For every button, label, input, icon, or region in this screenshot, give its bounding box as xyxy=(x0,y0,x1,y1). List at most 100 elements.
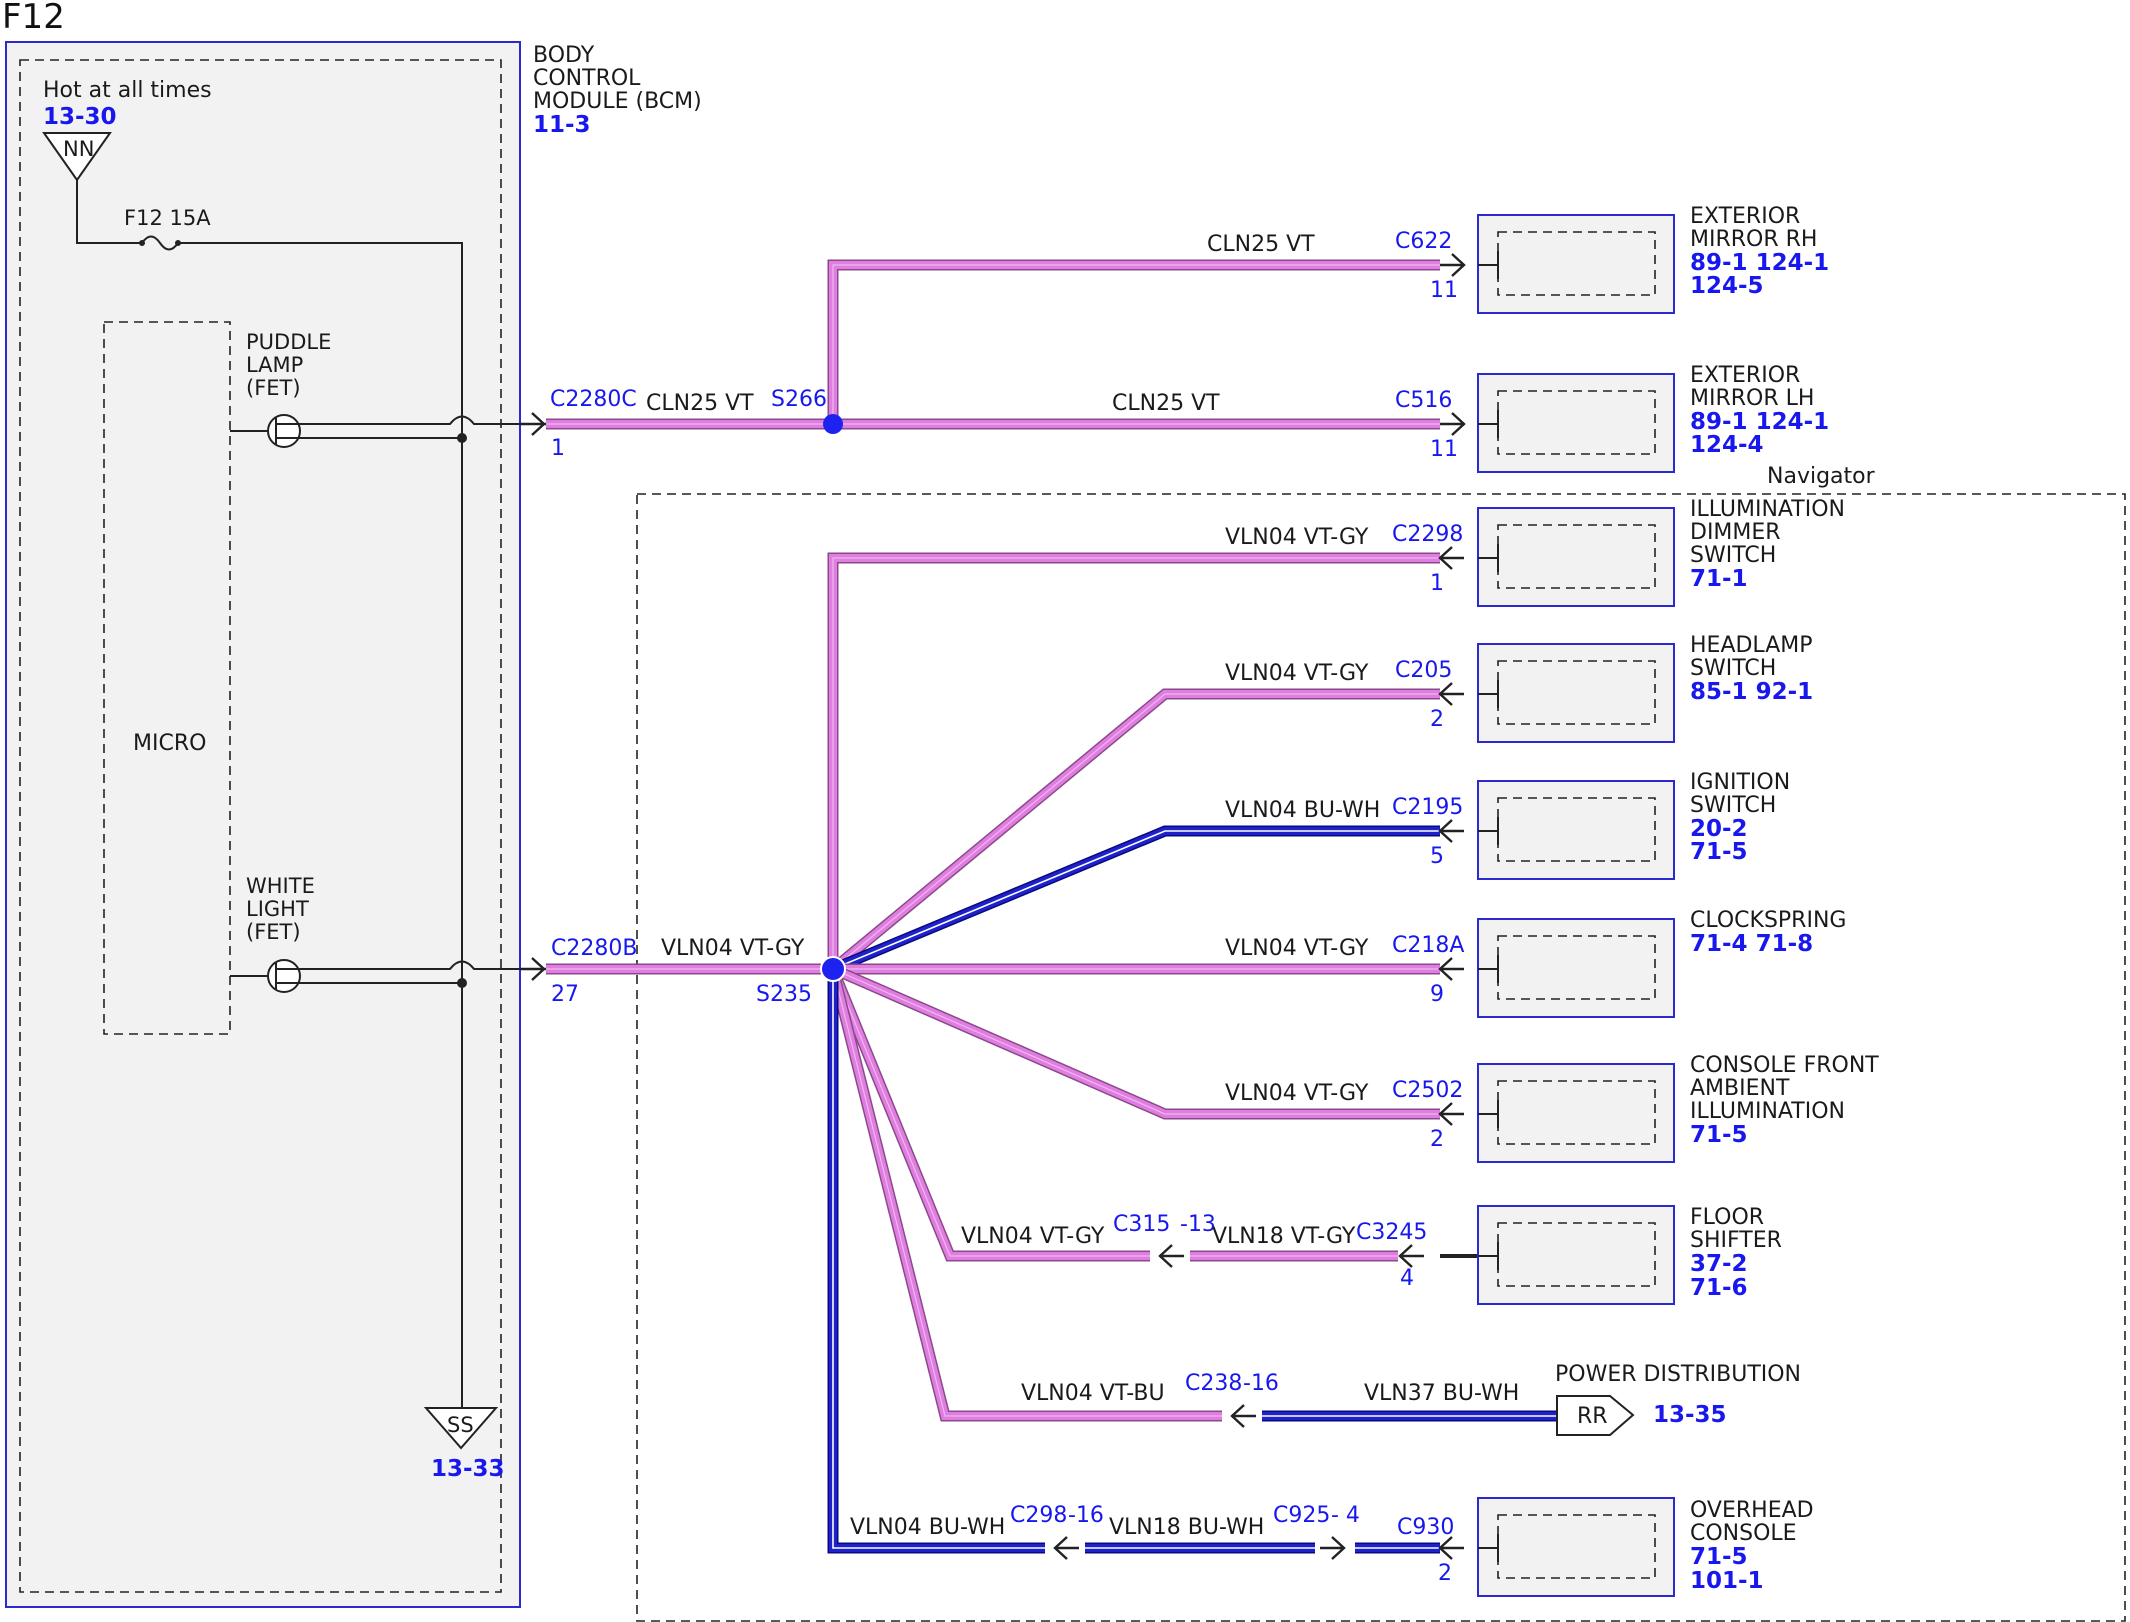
c205-branch-wire-stripe xyxy=(832,693,1440,970)
pd-ref: 13-35 xyxy=(1653,1402,1727,1428)
device-ignition-box-pin-lead xyxy=(1478,817,1499,845)
rr-label: RR xyxy=(1577,1404,1608,1429)
branch-2-device-0: ILLUMINATION xyxy=(1690,497,1845,522)
pd-wire2: VLN37 BU-WH xyxy=(1364,1381,1519,1406)
branch-3-wire-label: VLN04 VT-GY xyxy=(1225,661,1369,686)
c315-arrow-icon xyxy=(1158,1244,1184,1268)
branch-0-pin: 11 xyxy=(1430,278,1458,303)
device-console-box xyxy=(1477,1063,1675,1163)
device-overhead-box xyxy=(1477,1497,1675,1597)
device-overhead-box-pin-lead xyxy=(1478,1534,1499,1562)
c622-branch-wire-stripe xyxy=(832,264,1440,424)
branch-3-device-1: SWITCH xyxy=(1690,656,1776,681)
c2298-branch-wire-stripe xyxy=(832,557,1440,969)
floor-wire1-path-stripe xyxy=(832,968,1150,1257)
diagram-title: F12 xyxy=(2,0,65,37)
c2298-branch-wire xyxy=(829,554,1440,969)
oh-wire1-path-stripe xyxy=(832,969,1045,1549)
c622-arrow-icon xyxy=(1440,253,1466,277)
branch-0-ref-0: 89-1 124-1 xyxy=(1690,250,1829,276)
fuse-icon xyxy=(141,235,179,251)
oh-inline1-pin: -16 xyxy=(1068,1503,1104,1528)
c2280b-pin: 27 xyxy=(551,982,579,1007)
white-out-wire xyxy=(298,960,520,970)
bcm-ref: 11-3 xyxy=(533,112,591,138)
white-junction-dot xyxy=(457,978,467,988)
branch-0-wire-label: CLN25 VT xyxy=(1207,232,1315,257)
floor-connector: C3245 xyxy=(1356,1220,1427,1245)
c2280c-pin: 1 xyxy=(551,436,565,461)
c2502-branch-wire-stripe xyxy=(832,968,1440,1115)
ss-triangle-icon xyxy=(423,1407,499,1450)
oh-ref-1: 71-5 xyxy=(1690,1544,1748,1570)
lower-bus-wire: VLN04 VT-GY xyxy=(661,936,805,961)
branch-6-pin: 2 xyxy=(1430,1127,1444,1152)
branch-6-connector: C2502 xyxy=(1392,1078,1463,1103)
branch-1-device-1: MIRROR LH xyxy=(1690,386,1814,411)
puddle-label-2: LAMP xyxy=(246,353,303,377)
puddle-out-wire xyxy=(298,415,520,425)
branch-4-wire-label: VLN04 BU-WH xyxy=(1225,798,1380,823)
c2195-arrow-icon xyxy=(1438,819,1464,843)
device-dimmer-box xyxy=(1477,507,1675,607)
c2502-arrow-icon xyxy=(1438,1102,1464,1126)
c925-arrow-icon xyxy=(1320,1536,1346,1560)
puddle-junction-dot xyxy=(457,433,467,443)
branch-4-ref-1: 71-5 xyxy=(1690,839,1748,865)
floor-ref-1: 37-2 xyxy=(1690,1251,1748,1277)
c930-arrow-icon xyxy=(1438,1536,1464,1560)
puddle-fet-symbol xyxy=(275,418,298,444)
c205-arrow-icon xyxy=(1438,682,1464,706)
pd-label: POWER DISTRIBUTION xyxy=(1555,1362,1801,1387)
c238-arrow-icon xyxy=(1230,1404,1256,1428)
white-label-2: LIGHT xyxy=(246,897,309,921)
fuse-terminal-right xyxy=(175,240,181,246)
branch-0-connector: C622 xyxy=(1395,229,1452,254)
oh-wire1: VLN04 BU-WH xyxy=(850,1515,1005,1540)
hot-ref: 13-30 xyxy=(43,104,117,130)
floor-ref-2: 71-6 xyxy=(1690,1275,1748,1301)
puddle-label-3: (FET) xyxy=(246,376,301,400)
branch-3-device-0: HEADLAMP xyxy=(1690,633,1813,658)
s235-label: S235 xyxy=(756,982,812,1007)
oh-inline2: C925 xyxy=(1273,1503,1330,1528)
branch-4-connector: C2195 xyxy=(1392,795,1463,820)
white-fet-icon xyxy=(267,959,301,993)
c2280c-connector: C2280C xyxy=(550,387,637,412)
c2298-arrow-icon xyxy=(1438,546,1464,570)
floor-wire1-path xyxy=(829,967,1150,1260)
device-mirror-rh-box xyxy=(1477,214,1675,314)
puddle-label-1: PUDDLE xyxy=(246,330,331,354)
oh-ref-2: 101-1 xyxy=(1690,1568,1764,1594)
oh-wire2: VLN18 BU-WH xyxy=(1109,1515,1264,1540)
branch-6-device-0: CONSOLE FRONT xyxy=(1690,1053,1879,1078)
micro-label: MICRO xyxy=(133,731,206,756)
nn-label: NN xyxy=(63,137,94,161)
bcm-label-3: MODULE (BCM) xyxy=(533,89,702,114)
bcm-label-1: BODY xyxy=(533,43,595,68)
device-mirror-lh-box-pin-lead xyxy=(1478,410,1499,438)
device-dimmer-box-pin-lead xyxy=(1478,544,1499,572)
branch-2-wire-label: VLN04 VT-GY xyxy=(1225,525,1369,550)
branch-2-connector: C2298 xyxy=(1392,522,1463,547)
navigator-region xyxy=(636,493,2126,1622)
branch-5-wire-label: VLN04 VT-GY xyxy=(1225,936,1369,961)
bcm-frame xyxy=(5,41,521,1608)
ss-label: SS xyxy=(447,1413,474,1437)
c298-arrow-icon xyxy=(1053,1536,1079,1560)
branch-2-ref-0: 71-1 xyxy=(1690,566,1748,592)
device-floor-box xyxy=(1477,1205,1675,1305)
puddle-fet-icon xyxy=(267,414,301,448)
floor-wire2: VLN18 VT-GY xyxy=(1212,1224,1356,1249)
branch-1-ref-1: 124-4 xyxy=(1690,432,1764,458)
branch-4-device-0: IGNITION xyxy=(1690,770,1790,795)
splice-s266-dot xyxy=(823,414,843,434)
splice-s235-dot xyxy=(820,956,846,982)
oh-device-2: CONSOLE xyxy=(1690,1521,1797,1546)
c2280c-arrow-icon xyxy=(520,412,546,436)
branch-5-ref-0: 71-4 71-8 xyxy=(1690,931,1813,957)
branch-5-device-0: CLOCKSPRING xyxy=(1690,908,1846,933)
navigator-label: Navigator xyxy=(1767,464,1876,489)
rr-connector-icon xyxy=(1556,1395,1635,1436)
